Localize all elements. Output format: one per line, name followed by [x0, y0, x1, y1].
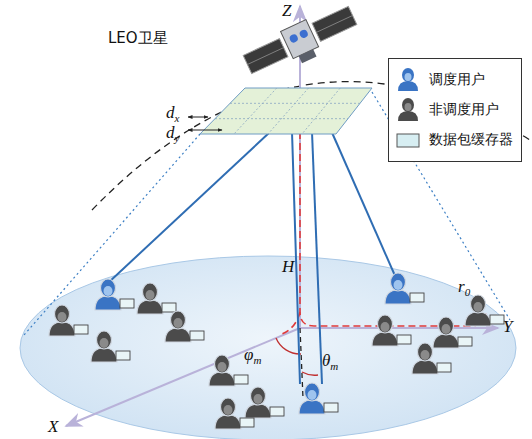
dy-dimension [188, 130, 222, 131]
packet-buffer [324, 403, 338, 412]
legend-box: 调度用户非调度用户数据包缓存器 [388, 58, 522, 162]
unscheduled-user [91, 331, 130, 362]
unscheduled-user [165, 311, 204, 342]
packet-buffer [437, 363, 451, 372]
legend-sample [395, 97, 421, 123]
scheduled-user [299, 383, 338, 414]
theta-angle-arc [302, 372, 318, 375]
legend-entry: 非调度用户 [395, 95, 513, 125]
unscheduled-user [465, 295, 504, 326]
legend-text: 数据包缓存器 [429, 131, 513, 149]
packet-buffer [234, 375, 248, 384]
axis-symbol: Y [503, 318, 512, 337]
unscheduled-user [412, 343, 451, 374]
scheduled-user [95, 279, 134, 310]
scheduled-user [385, 273, 424, 304]
axis-symbol: X [48, 418, 58, 437]
packet-buffer [270, 407, 284, 416]
legend-text: 非调度用户 [429, 101, 499, 119]
axis-symbol: dx [166, 104, 179, 124]
packet-buffer [74, 325, 88, 334]
axis-symbol: Z [282, 2, 291, 21]
coverage-edge [24, 134, 200, 335]
packet-buffer [162, 303, 176, 312]
packet-buffer [458, 337, 472, 346]
legend-sample [395, 127, 421, 153]
x-axis [66, 328, 300, 426]
y-axis [300, 327, 498, 329]
beam-lines [108, 128, 396, 384]
axis-symbol: H [282, 258, 294, 277]
unscheduled-user [372, 315, 411, 346]
packet-buffer [116, 351, 130, 360]
axis-symbol: φm [244, 346, 261, 366]
unscheduled-user [215, 398, 254, 429]
legend-text: 调度用户 [429, 71, 485, 89]
satellite-label: LEO卫星 [108, 30, 168, 47]
legend-swatch [397, 134, 419, 147]
leo-satellite [241, 1, 362, 84]
dx-dimension [188, 117, 208, 118]
axis-symbol: r0 [458, 278, 470, 298]
phi-angle-arc [276, 338, 301, 354]
legend-sample [395, 67, 421, 93]
axis-symbol: θm [322, 352, 338, 372]
legend-entry: 调度用户 [395, 65, 513, 95]
axis-symbol: dy [166, 124, 179, 144]
antenna-array [200, 88, 372, 134]
coverage-area [20, 256, 516, 439]
unscheduled-user [245, 387, 284, 418]
packet-buffer [120, 299, 134, 308]
unscheduled-user [209, 355, 248, 386]
packet-buffer [410, 293, 424, 302]
projection-line [300, 328, 303, 398]
legend-entry: 数据包缓存器 [395, 125, 513, 155]
packet-buffer [397, 335, 411, 344]
packet-buffer [240, 418, 254, 427]
packet-buffer [190, 331, 204, 340]
unscheduled-user [137, 283, 176, 314]
packet-buffer [490, 315, 504, 324]
unscheduled-user [49, 305, 88, 336]
